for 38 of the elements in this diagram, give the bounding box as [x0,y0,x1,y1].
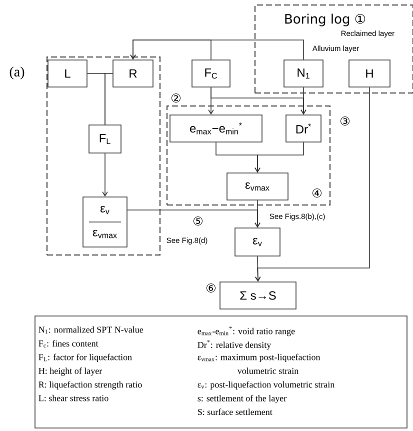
process-box: F$_{L}$ [88,124,122,154]
step-number: ③ [340,116,350,126]
key-text: Dr$^{*}$: relative density [198,340,272,350]
arrow [300,87,306,115]
process-box: F$_{C}$ [192,60,230,88]
key-text: F$_{c}$: fines content [38,340,98,348]
key-text: R: liquefaction strength ratio [38,381,142,390]
process-box: H [348,60,390,88]
step-number: ⑤ [194,216,202,226]
key-text: F$_{L}$: factor for liquefaction [38,354,132,362]
arrow [254,142,304,173]
arrow [130,40,304,60]
arrow [102,153,108,197]
process-box: Dr$^{*}$ [286,114,322,142]
arrow [254,200,260,228]
process-box: L [48,60,88,88]
process-box: R [112,60,154,88]
process-box: ε$_{vmax}$ [226,172,288,200]
process-box: Σ s→S [220,282,296,310]
key-text: S: surface settlement [198,408,272,416]
key-text: ε$_{v}$: post-liquefaction volumetric strain [198,381,335,390]
fraction-text: ε$_{v}$ [100,206,110,214]
step-number: ④ [312,188,322,198]
key-text: e$_{max}$-e$_{min}$$^{*}$: void ratio range [198,326,295,336]
step-number: ⑥ [206,284,216,292]
panel-label: (a) [10,66,24,80]
step-number: ② [172,94,180,102]
fraction-text: ε$_{vmax}$ [92,230,117,238]
dashed-group-box [46,56,160,256]
group-heading: Boring log ① [285,14,366,26]
process-box: ε$_{v}$ [234,228,280,256]
arrow [254,87,370,282]
key-text: N$_{1}$: normalized SPT N-value [38,326,144,334]
key-text: L: shear stress ratio [38,394,108,402]
process-box: N$_{1}$ [284,60,324,88]
key-text: s: settlement of the layer [198,394,287,404]
key-text: H: height of layer [38,368,102,376]
process-box: e$_{max}$−e$_{min}$* [170,114,262,142]
